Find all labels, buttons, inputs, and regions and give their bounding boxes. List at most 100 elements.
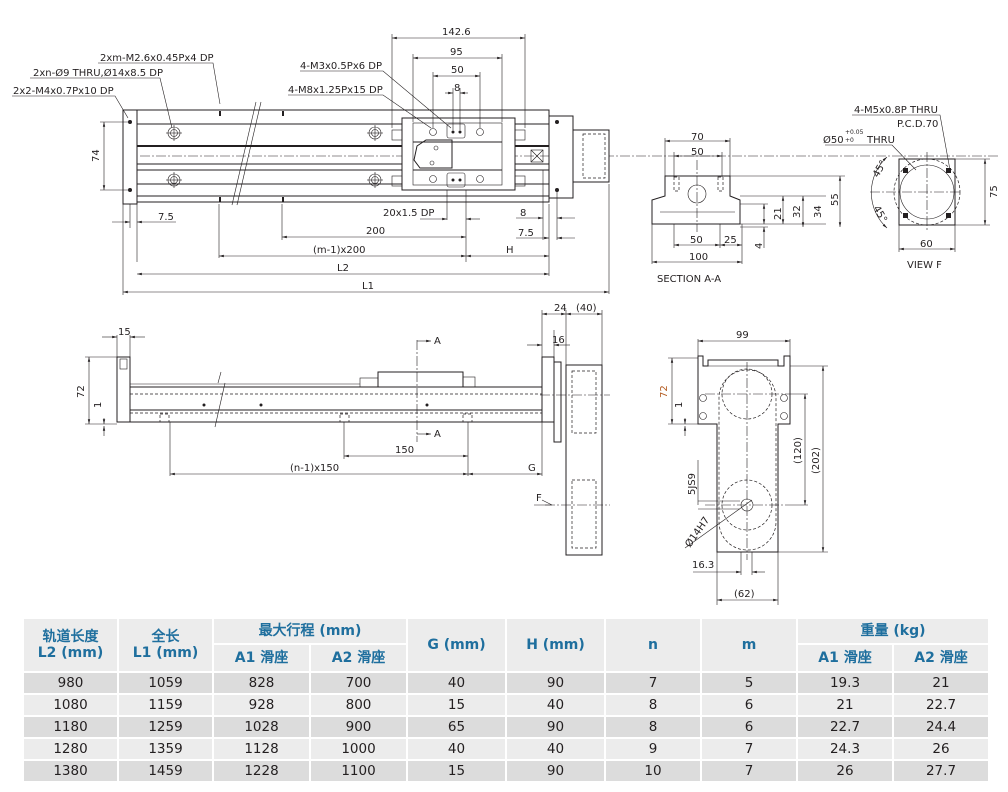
dim-16-3: 16.3: [692, 560, 714, 571]
cable-cover: [413, 139, 453, 169]
dim-70: 70: [691, 132, 704, 143]
dim-8: 8: [454, 83, 460, 94]
cell-m: 7: [702, 739, 796, 759]
cell-stroke-a2: 800: [311, 695, 406, 715]
header-stroke-a1: A1 滑座: [214, 645, 309, 671]
dim-95: 95: [450, 47, 463, 58]
break-line: [231, 101, 257, 206]
dim-75: 75: [989, 185, 1000, 198]
section-a-a: 70 50 50 25 100 4 21 32 34 55 SECTION A-…: [651, 132, 845, 285]
angle-45-bot: 45°: [870, 204, 888, 225]
bore-tol-upper: +0.05: [845, 129, 864, 136]
view-f-marker: F: [536, 493, 542, 504]
label-hole-m: 2xm-M2.6x0.45Px4 DP: [100, 53, 214, 64]
dim-24: 24: [554, 303, 567, 314]
cell-g: 15: [408, 695, 505, 715]
cell-stroke-a2: 1100: [311, 761, 406, 781]
dim-7-5-right: 7.5: [518, 228, 534, 239]
dim-H: H: [506, 245, 514, 256]
cell-h: 90: [507, 761, 604, 781]
bore-value: Ø50: [823, 134, 844, 146]
dim-8-right: 8: [520, 208, 526, 219]
label-m5-thru: 4-M5x0.8P THRU: [854, 105, 938, 116]
cell-n: 10: [606, 761, 700, 781]
cell-stroke-a1: 1228: [214, 761, 309, 781]
counterbore-hole-icon: [367, 125, 383, 141]
cell-weight-a2: 21: [894, 673, 988, 693]
cell-weight-a2: 22.7: [894, 695, 988, 715]
cell-stroke-a2: 700: [311, 673, 406, 693]
dim-m-200: (m-1)x200: [313, 245, 366, 256]
label-slide-m8: 4-M8x1.25Px15 DP: [288, 85, 383, 96]
dim-25: 25: [724, 235, 737, 246]
dim-40: (40): [576, 303, 597, 314]
cell-l1: 1059: [119, 673, 212, 693]
dim-4: 4: [754, 243, 765, 249]
label-pcd: P.C.D.70: [897, 119, 938, 130]
cell-l1: 1459: [119, 761, 212, 781]
cell-stroke-a1: 928: [214, 695, 309, 715]
dim-142-6: 142.6: [442, 27, 471, 38]
side-view: A A F 15 72 1 150 (n-1)x150 G 24 (40) 16: [76, 303, 610, 556]
cell-weight-a1: 21: [798, 695, 892, 715]
cell-n: 8: [606, 695, 700, 715]
technical-drawing: 2xm-M2.6x0.45Px4 DP 2xn-Ø9 THRU,Ø14x8.5 …: [12, 27, 1000, 605]
dim-50: 50: [451, 65, 464, 76]
cell-l2: 1280: [24, 739, 117, 759]
header-weight-a1: A1 滑座: [798, 645, 892, 671]
cell-g: 15: [408, 761, 505, 781]
dim-100: 100: [689, 252, 708, 263]
header-g: G (mm): [408, 619, 505, 671]
bore-tol-lower: +0: [845, 137, 854, 144]
cell-weight-a1: 19.3: [798, 673, 892, 693]
dim-72-end: 72: [659, 385, 670, 398]
cell-g: 65: [408, 717, 505, 737]
cell-h: 40: [507, 739, 604, 759]
section-a-bot: A: [434, 429, 441, 440]
header-stroke: 最大行程 (mm): [214, 619, 406, 643]
motor-end-plate: [548, 115, 574, 199]
dim-62: (62): [734, 589, 755, 600]
cell-stroke-a2: 900: [311, 717, 406, 737]
dim-n-150: (n-1)x150: [290, 463, 339, 474]
side-slide-carriage: [377, 371, 464, 388]
cell-weight-a2: 24.4: [894, 717, 988, 737]
slide-carriage: [401, 117, 516, 191]
cell-h: 40: [507, 695, 604, 715]
leader-lines: [12, 62, 452, 129]
bore-suffix: THRU: [866, 135, 895, 146]
top-view: 2xm-M2.6x0.45Px4 DP 2xn-Ø9 THRU,Ø14x8.5 …: [12, 27, 1000, 295]
dim-32: 32: [792, 205, 803, 218]
label-slide-m3: 4-M3x0.5Px6 DP: [300, 61, 382, 72]
view-f: 4-M5x0.8P THRU P.C.D.70 Ø50 +0.05 +0 THR…: [823, 105, 1000, 271]
header-n: n: [606, 619, 700, 671]
dim-L1: L1: [362, 281, 374, 292]
motor-adapter: [572, 129, 610, 183]
cell-l2: 1080: [24, 695, 117, 715]
dim-50-bot: 50: [690, 235, 703, 246]
cell-l2: 980: [24, 673, 117, 693]
header-h: H (mm): [507, 619, 604, 671]
header-stroke-a2: A2 滑座: [311, 645, 406, 671]
dim-G: G: [528, 463, 536, 474]
cell-g: 40: [408, 673, 505, 693]
dim-150: 150: [395, 445, 414, 456]
section-a-top: A: [434, 336, 441, 347]
cell-l1: 1159: [119, 695, 212, 715]
cell-l2: 1180: [24, 717, 117, 737]
tapped-hole-icon: [128, 188, 132, 192]
cell-l1: 1359: [119, 739, 212, 759]
cell-stroke-a1: 1128: [214, 739, 309, 759]
cell-m: 7: [702, 761, 796, 781]
cell-h: 90: [507, 673, 604, 693]
dim-21: 21: [773, 207, 784, 220]
dim-34: 34: [813, 205, 824, 218]
header-m: m: [702, 619, 796, 671]
dim-1-end: 1: [674, 402, 685, 408]
cell-m: 5: [702, 673, 796, 693]
